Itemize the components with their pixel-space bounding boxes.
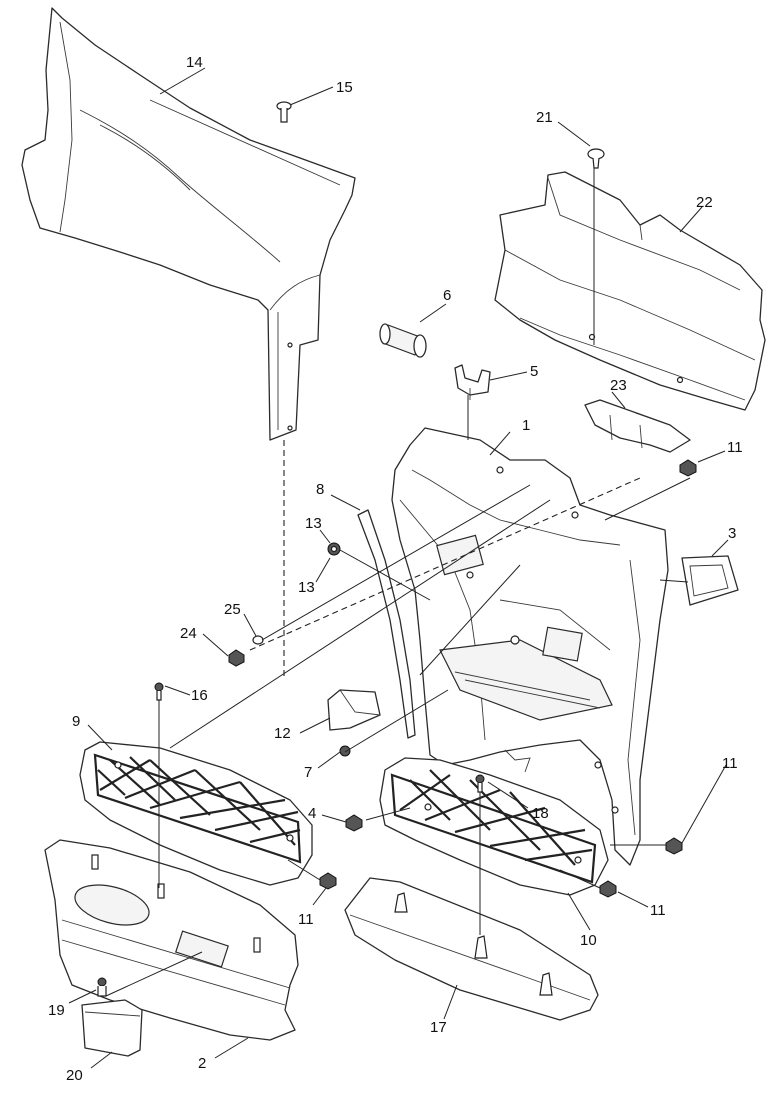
callout-20: 20 xyxy=(66,1067,83,1084)
part-2-lower-panel xyxy=(44,839,299,1041)
part-14-fender-panel xyxy=(21,7,356,441)
callout-17: 17 xyxy=(430,1019,447,1036)
callout-12: 12 xyxy=(274,725,291,742)
callout-7: 7 xyxy=(304,764,312,781)
assembly-lines xyxy=(105,168,691,997)
callout-8: 8 xyxy=(316,481,324,498)
callout-21: 21 xyxy=(536,109,553,126)
fasteners xyxy=(97,459,697,997)
callout-11-right: 11 xyxy=(722,755,738,772)
callout-4: 4 xyxy=(308,805,316,822)
part-23-bracket xyxy=(584,399,691,453)
part-15-screw xyxy=(276,101,292,123)
callout-19: 19 xyxy=(48,1002,65,1019)
callout-10: 10 xyxy=(580,932,597,949)
part-22-upper-tray xyxy=(494,171,766,411)
part-5-clip xyxy=(454,364,491,400)
callout-13-lower: 13 xyxy=(298,579,315,596)
callout-23: 23 xyxy=(610,377,627,394)
callout-25: 25 xyxy=(224,601,241,618)
part-20-reflector xyxy=(81,999,143,1057)
callout-16: 16 xyxy=(191,687,208,704)
callout-11-left: 11 xyxy=(298,911,314,928)
callout-leaders xyxy=(68,67,729,1069)
part-8-trim-strip xyxy=(357,509,416,739)
callout-15: 15 xyxy=(336,79,353,96)
callout-24: 24 xyxy=(180,625,197,642)
callout-14: 14 xyxy=(186,54,203,71)
callout-5: 5 xyxy=(530,363,538,380)
part-9-left-step xyxy=(79,741,313,886)
part-3-grommet xyxy=(681,555,739,606)
callout-11-top: 11 xyxy=(727,439,743,456)
callout-labels: 14 15 21 22 6 5 23 1 11 8 13 3 13 25 24 … xyxy=(48,54,743,1084)
callout-22: 22 xyxy=(696,194,713,211)
part-6-cylinder xyxy=(379,323,427,358)
part-21-push-pin xyxy=(587,148,605,169)
callout-18: 18 xyxy=(532,805,549,822)
part-12-clip xyxy=(327,689,381,731)
callout-6: 6 xyxy=(443,287,451,304)
callout-3: 3 xyxy=(728,525,736,542)
callout-13-upper: 13 xyxy=(305,515,322,532)
part-1-main-frame xyxy=(391,427,669,866)
callout-11-lowright: 11 xyxy=(650,902,666,919)
part-17-lower-cover xyxy=(344,877,599,1021)
callout-9: 9 xyxy=(72,713,80,730)
part-10-right-step xyxy=(379,757,609,896)
callout-1: 1 xyxy=(522,417,530,434)
callout-2: 2 xyxy=(198,1055,206,1072)
